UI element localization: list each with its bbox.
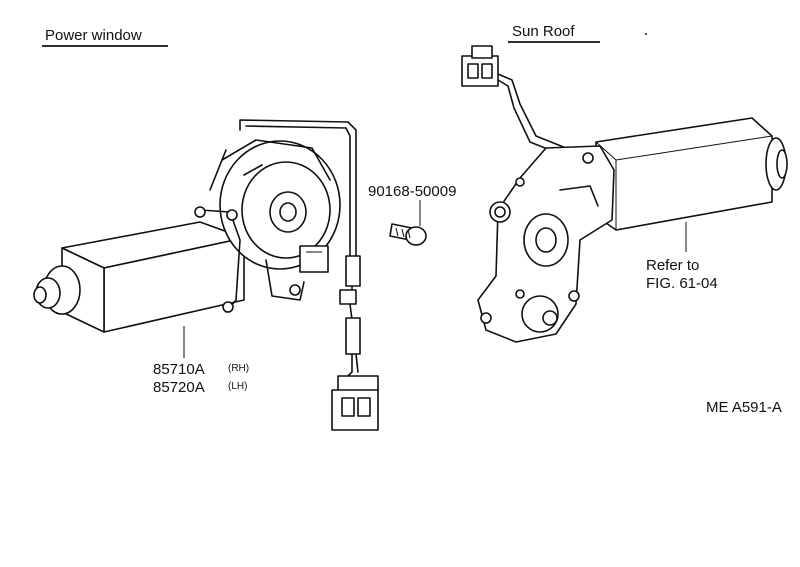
- motor-part-numbers: 85710A (RH) 85720A (LH): [153, 361, 249, 396]
- motor-rh-side: (RH): [228, 363, 249, 374]
- screw: [389, 223, 427, 246]
- motor-lh-side: (LH): [228, 381, 247, 392]
- refer-to-line2: FIG. 61-04: [646, 275, 718, 292]
- sun-roof-motor: [461, 45, 788, 343]
- sun-roof-title-text: Sun Roof: [512, 23, 575, 40]
- diagram-code: ME A591-A: [706, 399, 782, 416]
- power-window-title-text: Power window: [45, 27, 142, 44]
- power-window-title: Power window: [42, 27, 168, 47]
- refer-to-line1: Refer to: [646, 257, 699, 274]
- power-window-motor: [33, 119, 379, 431]
- sun-roof-title: Sun Roof: [508, 23, 600, 43]
- screw-part-number: 90168-50009: [368, 183, 456, 200]
- motor-lh-number: 85720A: [153, 379, 205, 396]
- motor-rh-number: 85710A: [153, 361, 205, 378]
- stray-mark: [645, 33, 647, 35]
